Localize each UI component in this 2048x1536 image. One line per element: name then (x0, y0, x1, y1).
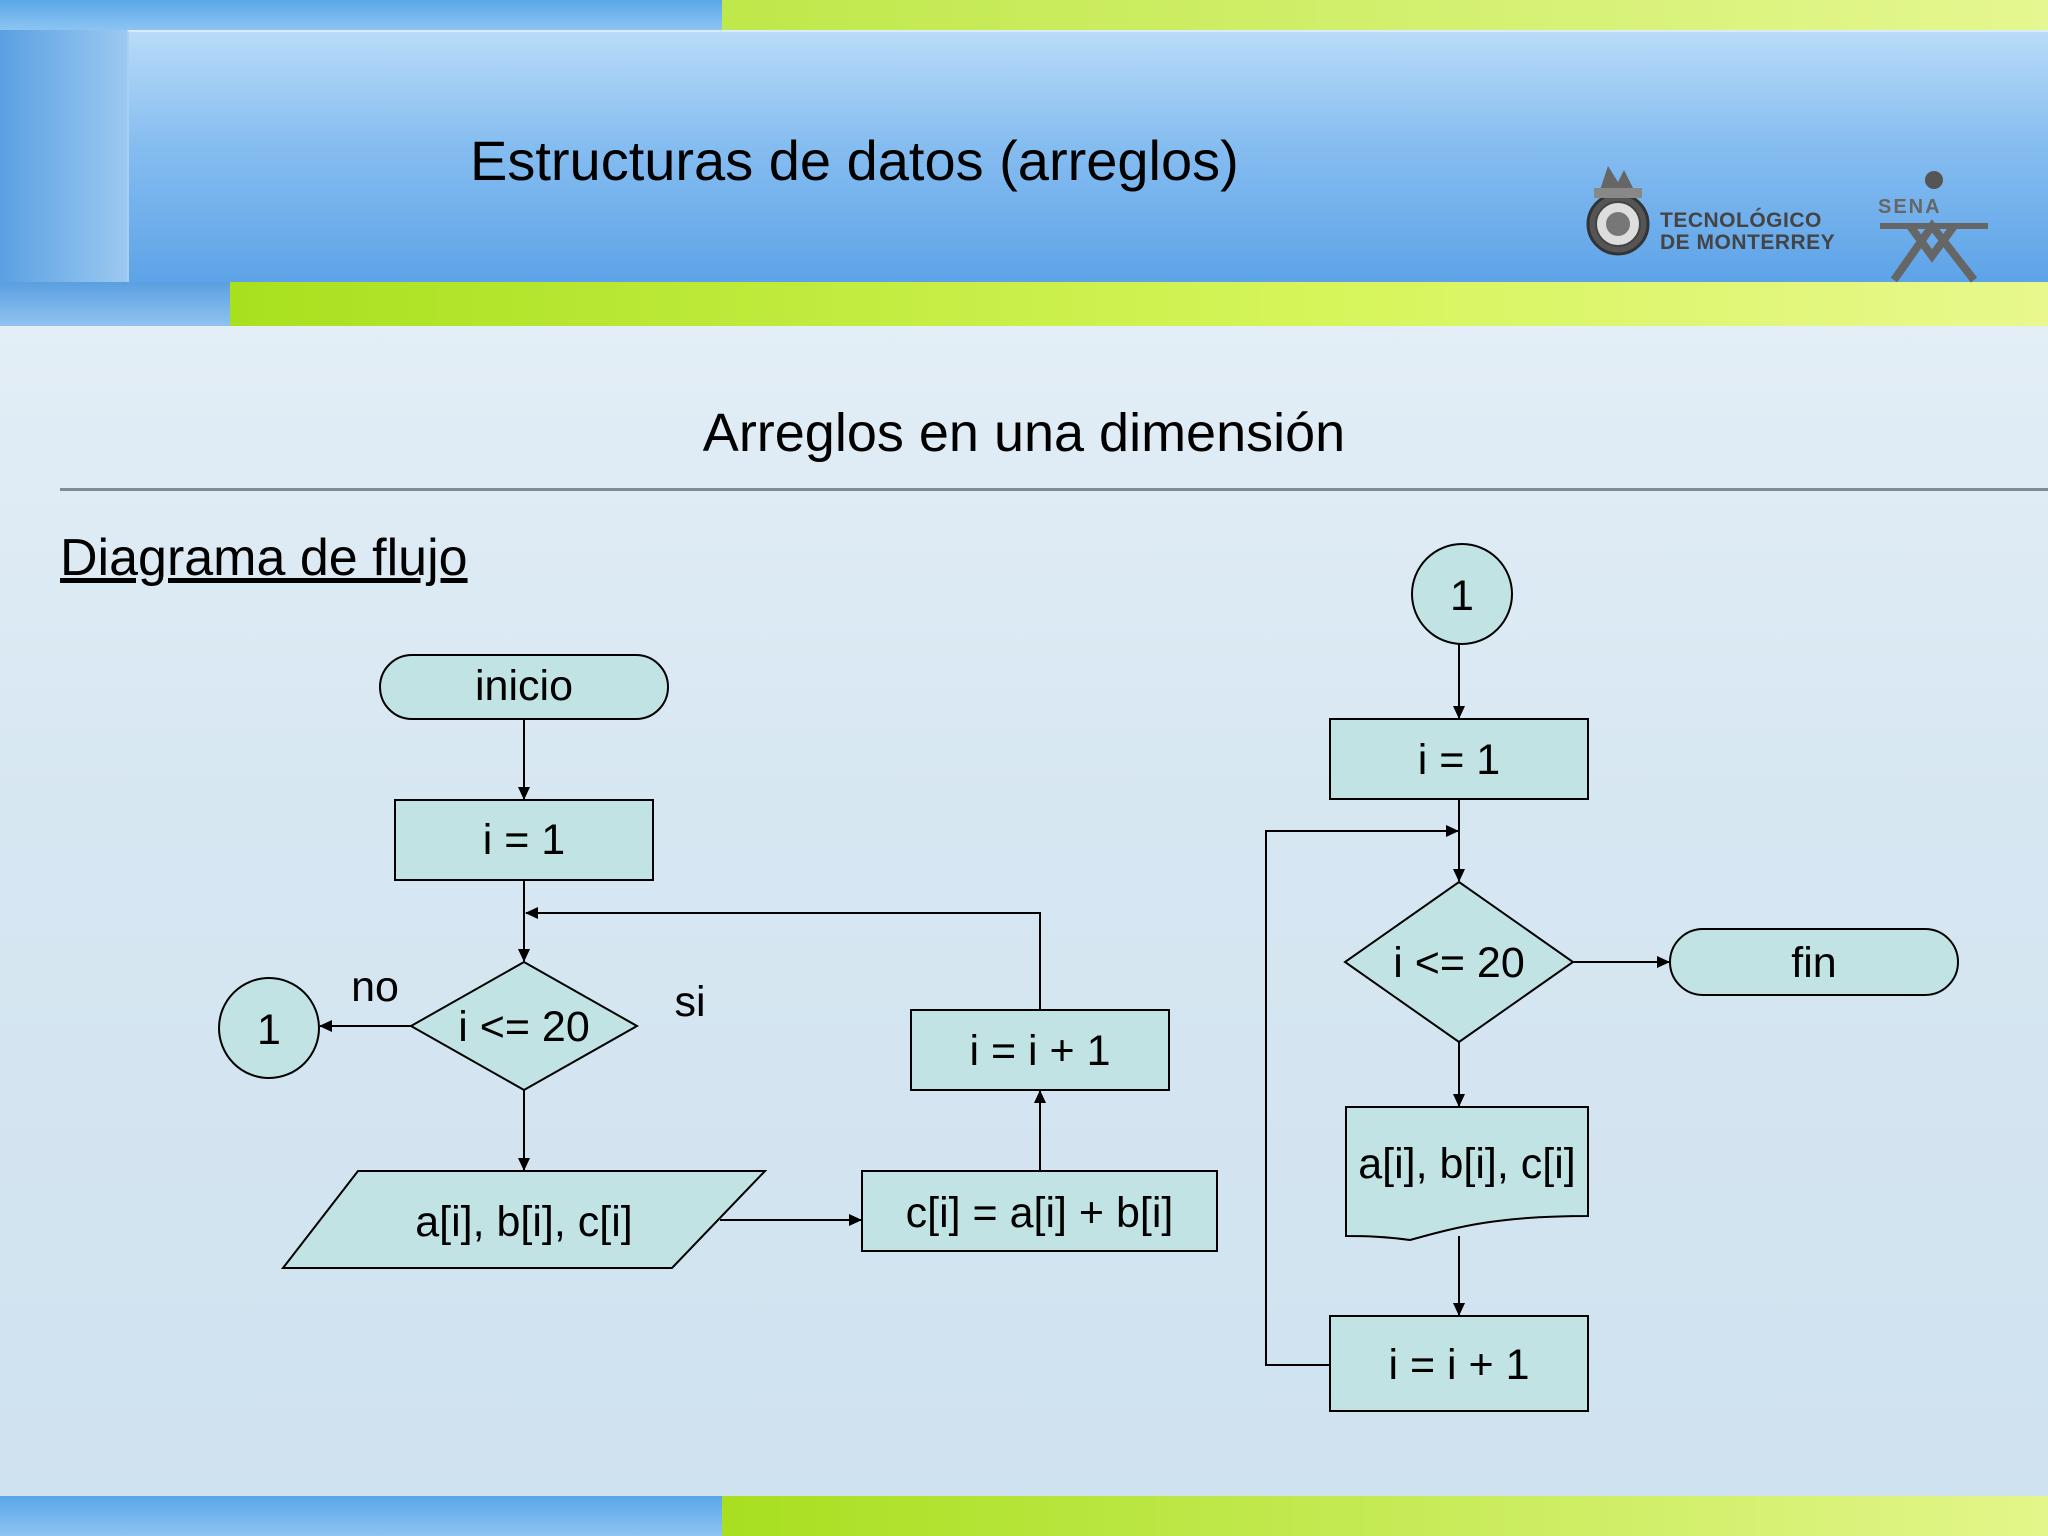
flow-right-init-shape (1329, 718, 1589, 800)
bottom-decor-bar-green (722, 1496, 2048, 1536)
header-band (127, 30, 2048, 284)
flow-right-connector-shape (1411, 543, 1513, 645)
flow-left-increment-label: i = i + 1 (969, 1027, 1111, 1075)
flow-left-init-label: i = 1 (482, 816, 566, 864)
header-left-strip (0, 30, 127, 290)
flow-left-sum-label: c[i] = a[i] + b[i] (905, 1189, 1174, 1237)
tec-monterrey-seal-icon (1586, 166, 1650, 256)
section-heading: Diagrama de flujo (60, 529, 468, 587)
flow-right-output-label: a[i], b[i], c[i] (1358, 1140, 1576, 1188)
flow-left-init-shape (394, 799, 654, 881)
bottom-decor-bar-blue (0, 1496, 722, 1536)
flow-right-end-label: fin (1791, 939, 1837, 987)
slide-title: Estructuras de datos (arreglos) (470, 129, 1239, 192)
flow-right-increment-label: i = i + 1 (1388, 1341, 1530, 1389)
tec-monterrey-logo-text: TECNOLÓGICO DE MONTERREY (1660, 210, 1835, 254)
flow-right-init-label: i = 1 (1417, 736, 1501, 784)
flow-left-increment-shape (910, 1009, 1170, 1091)
flow-left-connector-label: 1 (257, 1006, 281, 1054)
flow-right-output-shape (1345, 1106, 1589, 1242)
flow-left-no-label: no (351, 963, 399, 1011)
top-decor-bar-green (722, 0, 2048, 30)
edge-r-increment-loop-back (1265, 825, 1459, 1366)
slide-body (0, 326, 2048, 1496)
logo-tec-line2: DE MONTERREY (1660, 231, 1836, 254)
header-underline-blue (0, 282, 230, 326)
flow-left-input-label: a[i], b[i], c[i] (415, 1198, 633, 1246)
flow-right-end-shape (1669, 928, 1959, 996)
flow-left-sum-shape (861, 1170, 1218, 1252)
flow-right-connector-label: 1 (1450, 572, 1474, 620)
header-underline-green (230, 282, 2048, 326)
flow-right-increment-shape (1329, 1315, 1589, 1412)
flow-right-condition-label: i <= 20 (1393, 939, 1525, 987)
top-decor-bar-blue (0, 0, 722, 30)
subtitle-divider (60, 488, 2048, 491)
sena-logo-icon (1880, 171, 1988, 283)
flow-left-condition-label: i <= 20 (458, 1003, 590, 1051)
slide-subtitle: Arreglos en una dimensión (702, 403, 1346, 463)
flow-left-input-shape (280, 1170, 768, 1269)
logo-tec-line1: TECNOLÓGICO (1660, 209, 1822, 232)
edge-increment-loop-back (525, 907, 1041, 1010)
flow-left-start-label: inicio (475, 662, 573, 710)
flow-left-si-label: si (674, 978, 706, 1026)
sena-logo-text: SENA (1878, 196, 1942, 218)
